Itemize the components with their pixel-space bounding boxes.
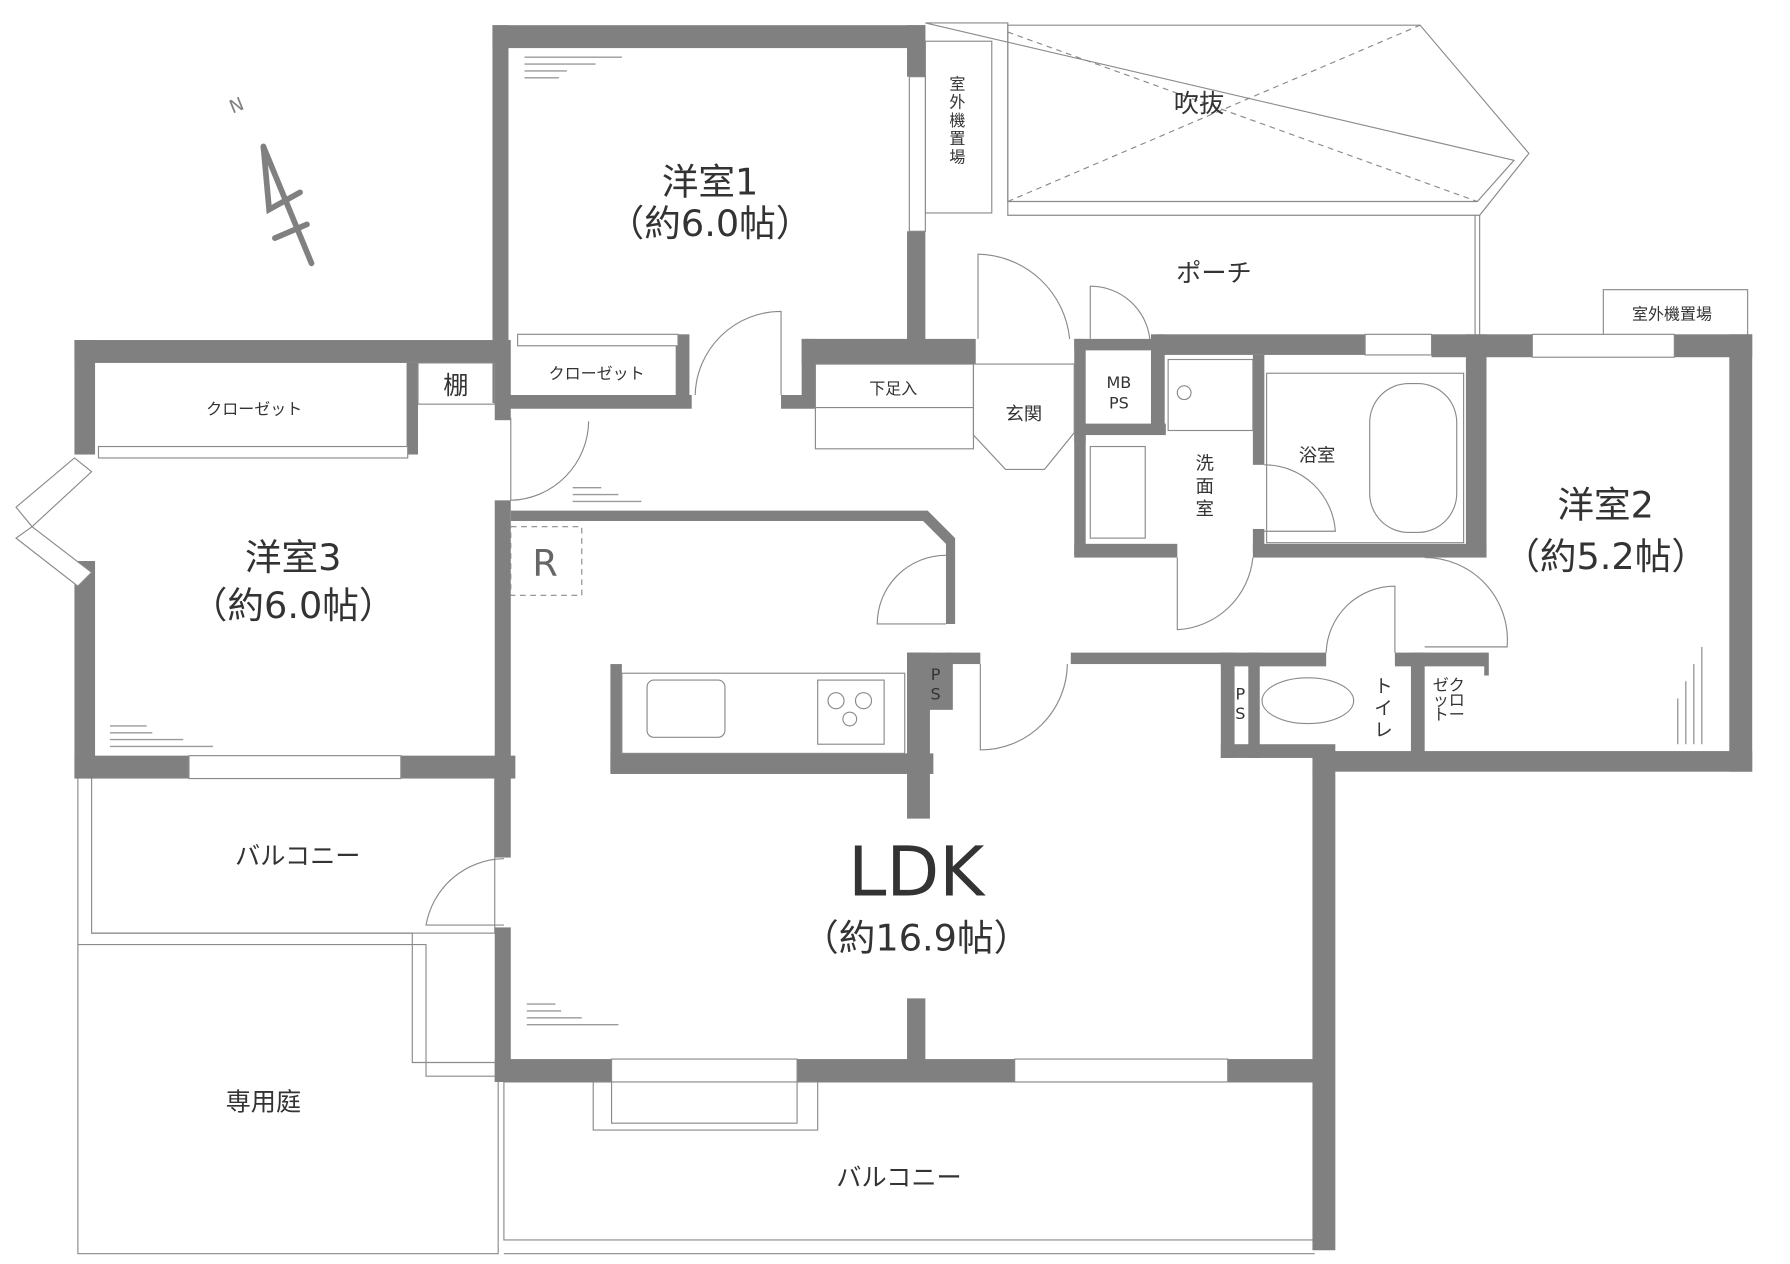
closet3-label: クローゼット (206, 399, 302, 418)
window-room3-bay-a (15, 457, 93, 528)
refrigerator-label: R (532, 542, 557, 585)
ac-space-top-5: 場 (949, 148, 965, 167)
bathtub-icon (1369, 382, 1458, 533)
fixtures (15, 56, 1703, 1131)
door-bathroom (1264, 464, 1336, 532)
shoe-storage-outline (814, 363, 975, 450)
room-western2-size: （約5.2帖） (1503, 535, 1708, 578)
void-outline (1007, 24, 1530, 216)
entrance-label: 玄関 (1006, 404, 1043, 425)
porch-label: ポーチ (1176, 259, 1252, 288)
floor-marks (109, 56, 1703, 1026)
window-bath (1364, 333, 1433, 356)
bathroom-label: 浴室 (1299, 445, 1336, 466)
balcony-west-rail (91, 932, 495, 1064)
closet2-label-1: ク (1449, 675, 1465, 694)
window-ldk-bay (610, 1058, 798, 1124)
kitchen-counter (621, 672, 906, 754)
closet2-label-6: ト (1433, 705, 1449, 724)
private-garden-outline (77, 778, 499, 1255)
void-inner (925, 22, 1516, 203)
door-room2 (1424, 557, 1508, 648)
washroom-label-1: 洗 (1196, 453, 1214, 474)
window-room2 (1531, 333, 1675, 358)
toilet-label-1: ト (1374, 677, 1392, 698)
void-label: 吹抜 (1174, 89, 1224, 118)
private-garden-label: 専用庭 (226, 1088, 302, 1117)
toilet-label-2: イ (1374, 698, 1392, 719)
door-washroom (1176, 557, 1254, 631)
window-room3-bay-b (15, 525, 93, 587)
stove-icon (817, 679, 885, 745)
ps-toilet-label-1: P (1235, 685, 1245, 704)
window-room3 (188, 755, 402, 780)
washroom-label-3: 室 (1196, 499, 1214, 520)
closet2-label-5: ッ (1433, 690, 1449, 709)
ps-kitchen-label-2: S (931, 685, 941, 704)
door-entrance (977, 253, 1071, 339)
door-kitchen-hall (979, 664, 1068, 751)
walls (74, 25, 1753, 1251)
closet3-door (97, 445, 409, 459)
void-diagonal-1 (1007, 31, 1478, 203)
mbps-label-1: MB (1106, 373, 1131, 392)
room-ldk-name: LDK (848, 832, 986, 912)
mbps-label-2: PS (1109, 394, 1129, 413)
compass-label: N (226, 94, 247, 119)
window-ldk-1 (1014, 1058, 1229, 1083)
shoe-storage-label: 下足入 (869, 379, 917, 398)
door-ldk (876, 554, 946, 625)
wash-basin (1089, 445, 1146, 539)
window-room1 (908, 76, 926, 232)
bath-unit (1266, 372, 1465, 544)
room-western2-name: 洋室2 (1557, 484, 1654, 527)
washroom-label-2: 面 (1196, 476, 1214, 497)
private-garden-inner (77, 943, 495, 1077)
room-western3-size: （約6.0帖） (191, 584, 396, 627)
ac-space-right-label: 室外機置場 (1632, 304, 1712, 323)
ac-space-top-2: 外 (949, 93, 965, 112)
ps-kitchen-label-1: P (931, 665, 941, 684)
refrigerator-space (510, 526, 583, 596)
room-western3-name: 洋室3 (245, 536, 342, 579)
door-room3 (510, 417, 590, 501)
closet2-label-2: ロ (1449, 690, 1465, 709)
balcony-west-label: バルコニー (235, 841, 360, 870)
ac-space-top-3: 機 (949, 111, 965, 130)
toilet-label-3: レ (1374, 720, 1392, 741)
labels: 洋室1 （約6.0帖） 洋室2 （約5.2帖） 洋室3 （約6.0帖） LDK … (191, 74, 1712, 1192)
balcony-south-label: バルコニー (836, 1163, 961, 1192)
room-western1-name: 洋室1 (662, 161, 759, 204)
door-toilet (1325, 585, 1396, 653)
ac-space-top-4: 置 (949, 129, 965, 148)
toilet-icon (1261, 677, 1355, 725)
closet2-label-3: ー (1449, 705, 1465, 724)
north-arrow-icon: N (226, 94, 315, 267)
washer-pan (1167, 358, 1254, 432)
closet1-label: クローゼット (549, 364, 645, 383)
room-western1-size: （約6.0帖） (608, 202, 813, 245)
room-ldk-size: （約16.9帖） (802, 916, 1030, 959)
shelf-outline (417, 362, 496, 405)
door-balcony-west (425, 858, 504, 926)
closet2-label-4: ゼ (1433, 675, 1449, 694)
door-room1 (694, 310, 782, 396)
ps-toilet-label-2: S (1235, 704, 1245, 723)
void-diagonal-2 (1007, 24, 1421, 203)
closet1-door (517, 333, 679, 347)
sink-icon (646, 679, 726, 738)
door-mbps (1089, 285, 1151, 339)
ac-space-top-1: 室 (949, 74, 965, 93)
shelf-label: 棚 (443, 371, 468, 400)
